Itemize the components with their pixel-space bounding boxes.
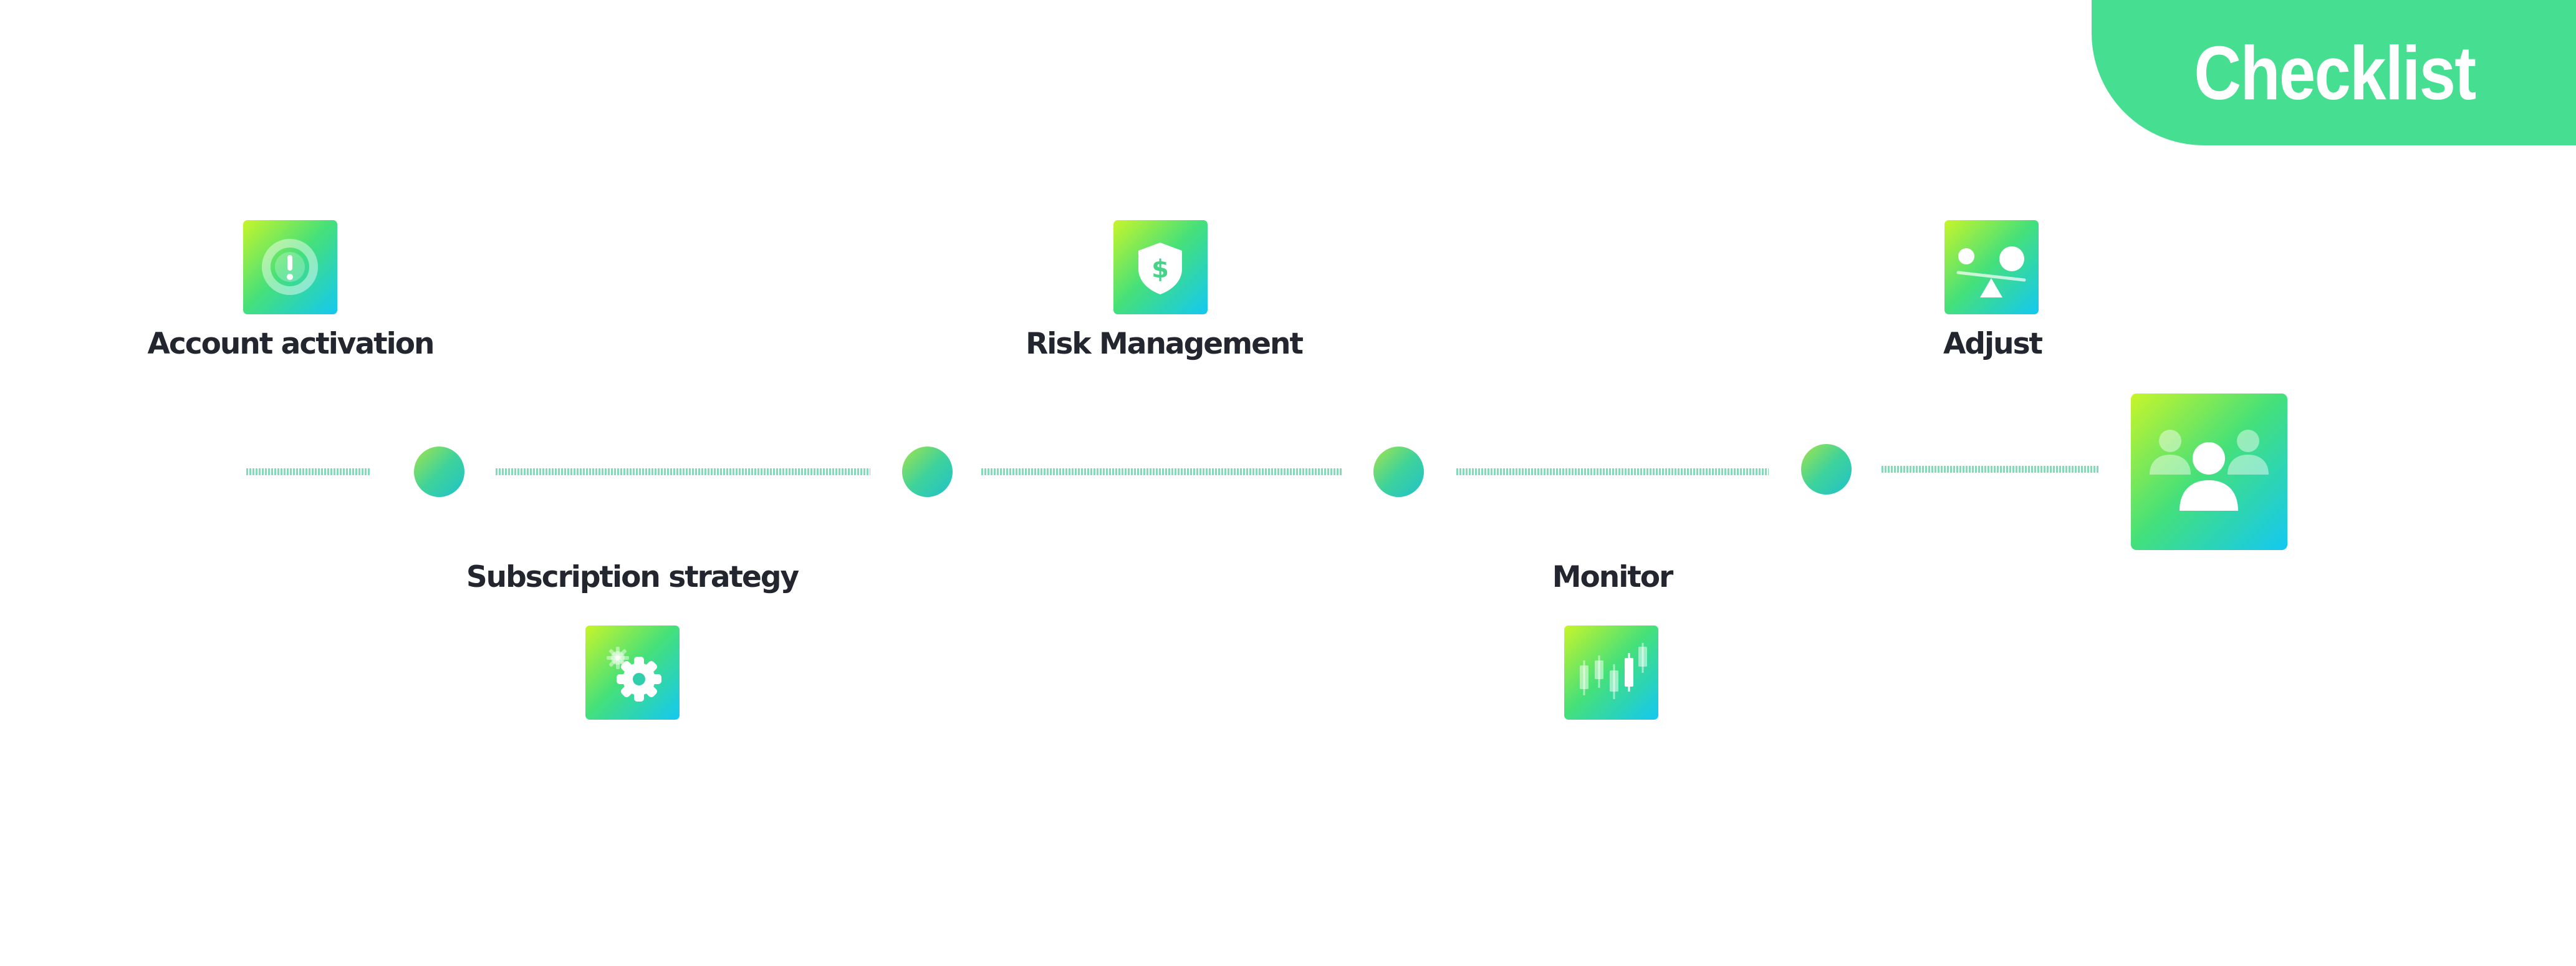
timeline-node-2	[902, 447, 953, 497]
shield-dollar-icon: $	[1138, 243, 1182, 294]
step-adjust-label: Adjust	[1943, 327, 2043, 361]
step-adjust-icon-box	[1944, 220, 2039, 314]
connector-line	[1882, 466, 2100, 473]
step-monitor-label: Monitor	[1552, 560, 1674, 594]
step-risk-management-label: Risk Management	[1026, 327, 1304, 361]
balance-scale-icon	[1956, 246, 2026, 297]
gears-icon	[607, 647, 661, 702]
step-subscription-strategy-label: Subscription strategy	[466, 560, 799, 594]
candlestick-chart-icon	[1580, 643, 1647, 699]
end-team-icon-box	[2131, 394, 2287, 550]
connector-line	[981, 468, 1343, 475]
step-monitor-icon-box	[1564, 625, 1658, 720]
page-title: Checklist	[2193, 30, 2476, 115]
svg-text:$: $	[1151, 255, 1169, 284]
team-users-icon	[2150, 430, 2269, 511]
alert-circle-icon	[262, 239, 318, 295]
step-account-activation-label: Account activation	[147, 327, 435, 361]
connector-line	[496, 468, 870, 475]
connector-line	[1456, 468, 1769, 475]
step-risk-management-icon-box: $	[1113, 220, 1208, 314]
connector-line	[246, 468, 371, 475]
timeline-node-4	[1801, 444, 1852, 495]
checklist-header-tab: Checklist	[2092, 0, 2576, 145]
step-account-activation-icon-box	[243, 220, 337, 314]
timeline-node-1	[414, 447, 464, 497]
step-subscription-strategy-icon-box	[585, 625, 680, 720]
timeline-node-3	[1373, 447, 1424, 497]
